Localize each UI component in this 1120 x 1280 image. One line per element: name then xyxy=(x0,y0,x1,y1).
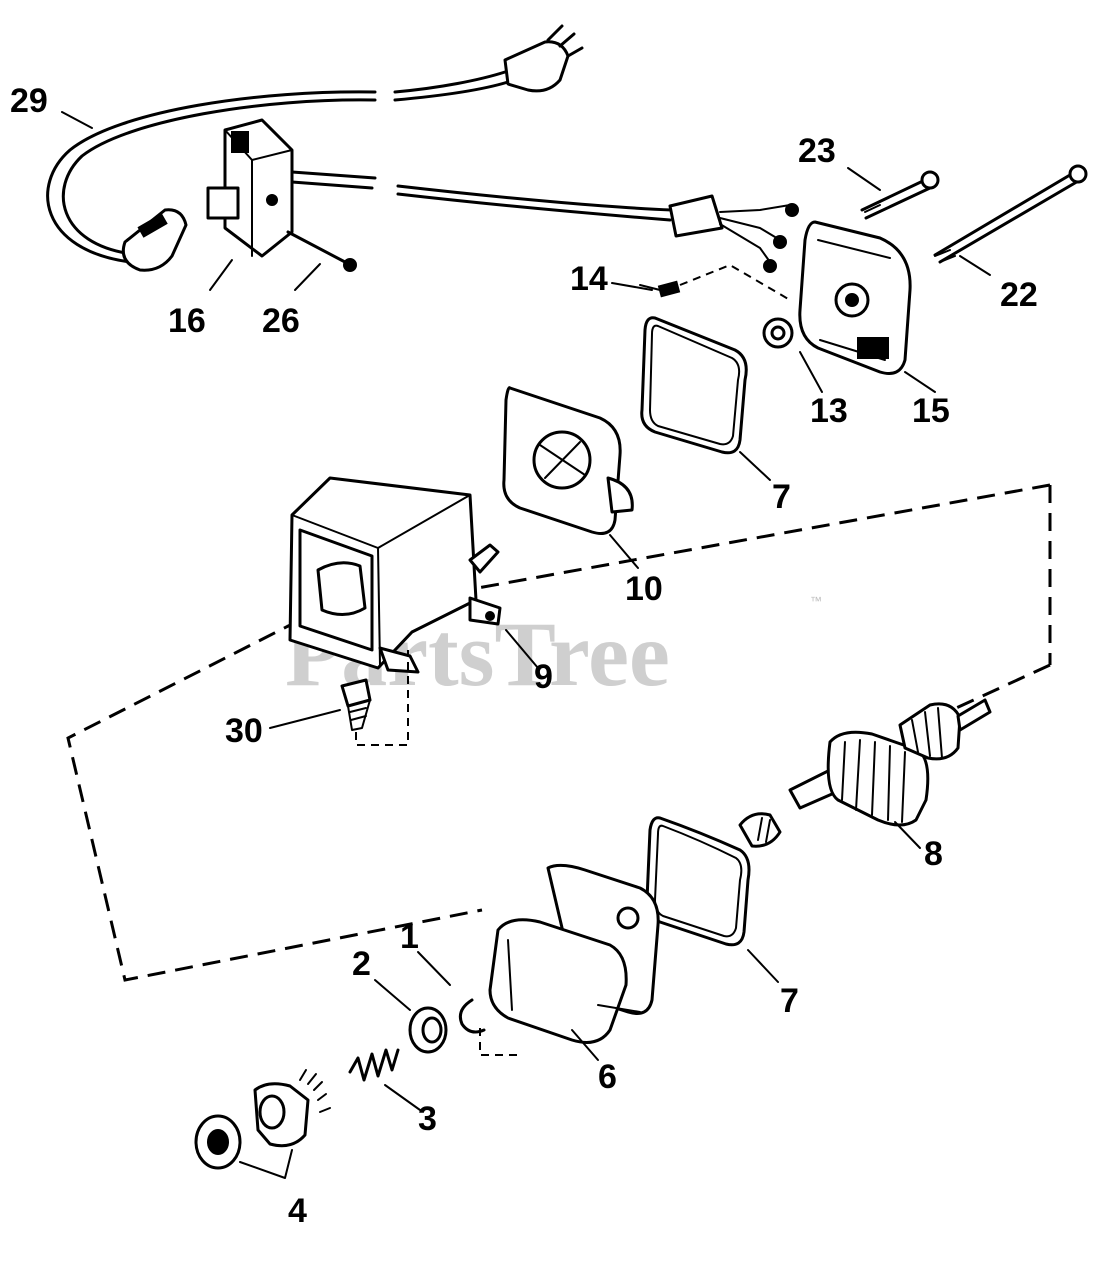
callout-8: 8 xyxy=(924,835,943,873)
part-22-long-bolt xyxy=(933,164,1088,264)
callout-labels: 29 16 26 23 14 22 13 15 7 10 9 30 8 7 1 … xyxy=(10,82,1038,1230)
part-14-screw xyxy=(639,263,791,301)
callout-7-upper: 7 xyxy=(772,478,791,516)
part-6-drive-housing xyxy=(488,863,660,1044)
part-8-armature xyxy=(738,698,992,848)
callout-4: 4 xyxy=(288,1192,307,1230)
part-26-wire-screw xyxy=(286,230,357,272)
part-4-drive-gear xyxy=(194,1069,331,1170)
part-1-retaining-ring xyxy=(458,998,520,1056)
callout-22: 22 xyxy=(1000,276,1038,314)
callout-6: 6 xyxy=(598,1058,617,1096)
watermark-trademark: ™ xyxy=(810,594,822,608)
callout-13: 13 xyxy=(810,392,848,430)
callout-14: 14 xyxy=(570,260,608,298)
callout-7-lower: 7 xyxy=(780,982,799,1020)
cord-to-terminals xyxy=(396,184,799,273)
part-10-brush-plate xyxy=(502,386,634,535)
part-2-spring-retainer xyxy=(408,1006,448,1054)
callout-23: 23 xyxy=(798,132,836,170)
part-30-screw xyxy=(340,650,409,746)
part-15-end-cap xyxy=(798,220,912,375)
part-7-gasket-lower xyxy=(645,816,751,947)
callout-30: 30 xyxy=(225,712,263,750)
part-23-short-bolt xyxy=(860,170,940,220)
callout-29: 29 xyxy=(10,82,48,120)
assembly-dashed-outline xyxy=(66,483,1052,982)
part-3-spring xyxy=(348,1048,400,1082)
part-16-switch-box xyxy=(206,118,377,258)
callout-3: 3 xyxy=(418,1100,437,1138)
leader-lines xyxy=(61,111,991,1179)
callout-15: 15 xyxy=(912,392,950,430)
callout-16: 16 xyxy=(168,302,206,340)
part-29-power-cord xyxy=(46,24,584,272)
part-7-gasket-upper xyxy=(640,316,748,455)
callout-9: 9 xyxy=(534,658,553,696)
part-13-washer xyxy=(762,317,794,349)
part-9-motor-housing xyxy=(288,476,502,674)
callout-26: 26 xyxy=(262,302,300,340)
callout-2: 2 xyxy=(352,945,371,983)
callout-10: 10 xyxy=(625,570,663,608)
callout-1: 1 xyxy=(400,918,419,956)
